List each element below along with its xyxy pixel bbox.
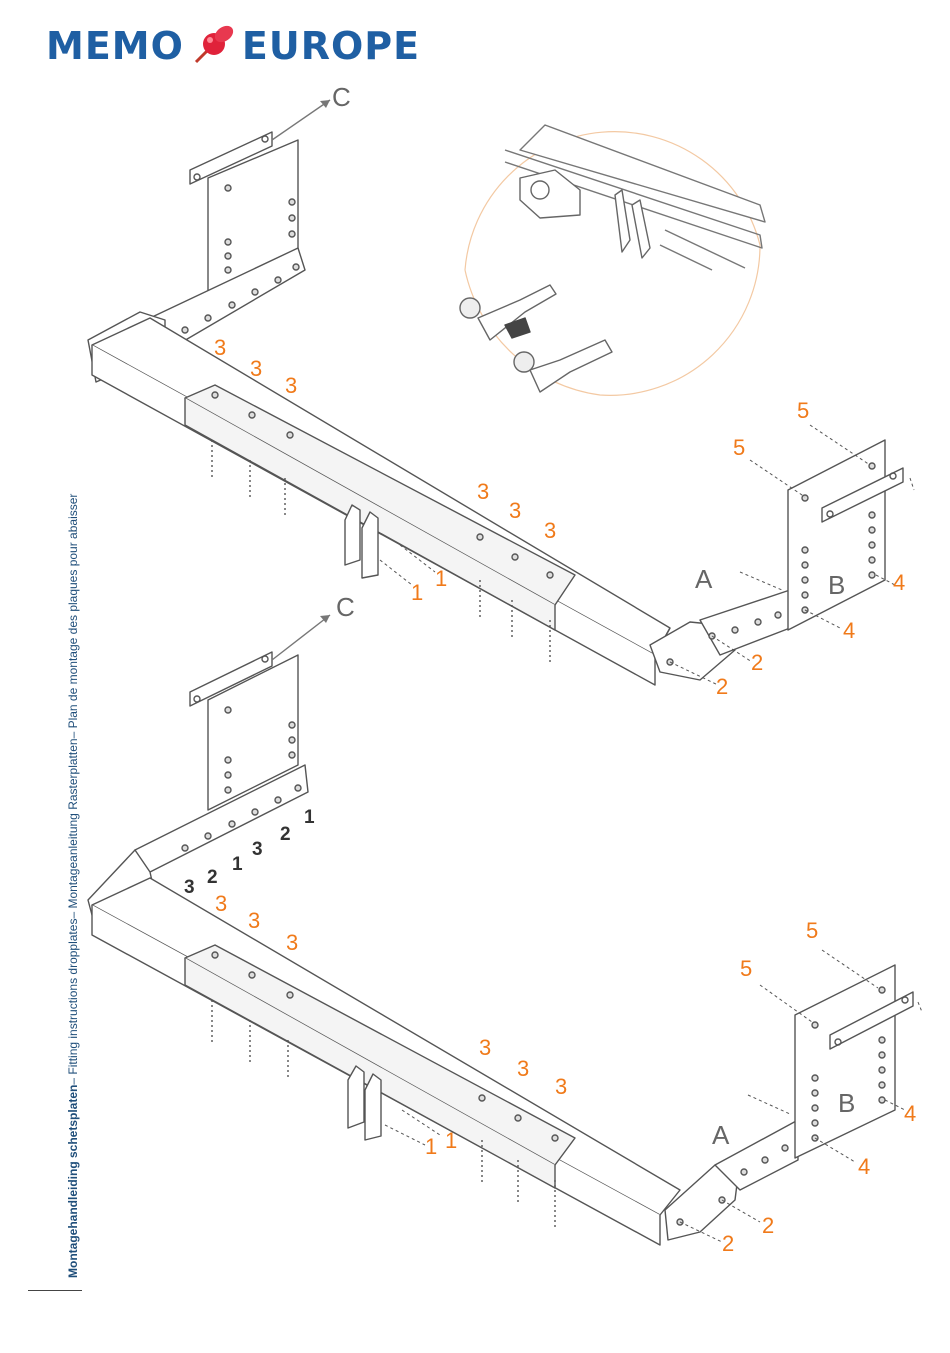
- callout-5: 5: [733, 437, 745, 459]
- callout-4: 4: [843, 620, 855, 642]
- callout-3: 3: [517, 1058, 529, 1080]
- callout-3: 3: [215, 893, 227, 915]
- callout-5: 5: [806, 920, 818, 942]
- callout-3: 3: [250, 358, 262, 380]
- bottom-assembly: [88, 615, 922, 1245]
- callout-1: 1: [425, 1136, 437, 1158]
- callout-2: 2: [716, 676, 728, 698]
- callout-2: 2: [722, 1233, 734, 1255]
- callout-4: 4: [893, 572, 905, 594]
- callout-3: 3: [214, 337, 226, 359]
- callout-3: 3: [477, 481, 489, 503]
- label-c-top: C: [332, 84, 351, 110]
- hole-number: 1: [232, 855, 243, 874]
- hole-number: 1: [304, 808, 315, 827]
- callout-1: 1: [445, 1130, 457, 1152]
- label-c-bottom: C: [336, 594, 355, 620]
- top-assembly: [88, 100, 914, 685]
- callout-3: 3: [544, 520, 556, 542]
- hole-number: 3: [184, 878, 195, 897]
- callout-1: 1: [435, 568, 447, 590]
- label-b-top: B: [828, 572, 845, 598]
- callout-3: 3: [285, 375, 297, 397]
- callout-1: 1: [411, 582, 423, 604]
- callout-5: 5: [740, 958, 752, 980]
- hole-number: 2: [280, 825, 291, 844]
- callout-2: 2: [762, 1215, 774, 1237]
- callout-5: 5: [797, 400, 809, 422]
- callout-3: 3: [479, 1037, 491, 1059]
- inset-detail: [460, 125, 765, 395]
- callout-3: 3: [509, 500, 521, 522]
- callout-4: 4: [858, 1156, 870, 1178]
- label-b-bottom: B: [838, 1090, 855, 1116]
- hole-number: 3: [252, 840, 263, 859]
- callout-2: 2: [751, 652, 763, 674]
- callout-4: 4: [904, 1103, 916, 1125]
- label-a-top: A: [695, 566, 712, 592]
- callout-3: 3: [286, 932, 298, 954]
- hole-number: 2: [207, 868, 218, 887]
- label-a-bottom: A: [712, 1122, 729, 1148]
- callout-3: 3: [555, 1076, 567, 1098]
- callout-3: 3: [248, 910, 260, 932]
